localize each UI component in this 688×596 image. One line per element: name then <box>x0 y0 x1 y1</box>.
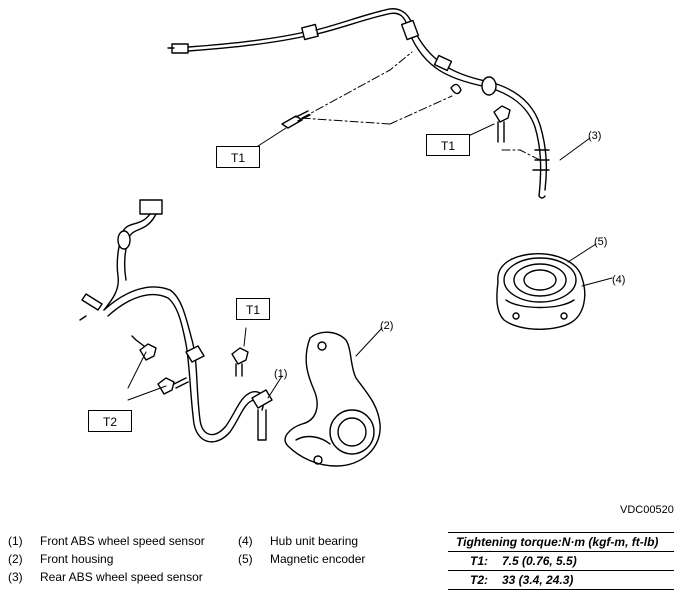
torque-row: T2: 33 (3.4, 24.3) <box>448 571 674 590</box>
callout-3: (3) <box>588 130 602 142</box>
legend-num: (4) <box>238 534 253 548</box>
legend-item: (3) Rear ABS wheel speed sensor <box>8 568 205 586</box>
callout-1: (1) <box>274 368 288 380</box>
bolt-t1-top-left <box>281 110 311 129</box>
legend-label: Front housing <box>40 552 114 566</box>
torque-label: T2: <box>470 573 488 587</box>
legend-label: Magnetic encoder <box>270 552 366 566</box>
legend-label: Front ABS wheel speed sensor <box>40 534 205 548</box>
callout-2: (2) <box>380 320 394 332</box>
torque-box-t1-top-right: T1 <box>426 134 470 156</box>
legend-label: Hub unit bearing <box>270 534 359 548</box>
torque-table-header: Tightening torque:N·m (kgf-m, ft-lb) <box>448 532 674 552</box>
legend-item: (4) Hub unit bearing <box>238 532 365 550</box>
bolt-t2-lower <box>157 377 189 395</box>
torque-value: 7.5 (0.76, 5.5) <box>502 554 577 568</box>
torque-box-t1-top-left: T1 <box>216 146 260 168</box>
legend-item: (2) Front housing <box>8 550 205 568</box>
legend-item: (1) Front ABS wheel speed sensor <box>8 532 205 550</box>
torque-table: Tightening torque:N·m (kgf-m, ft-lb) T1:… <box>448 532 674 590</box>
torque-box-t2: T2 <box>88 410 132 432</box>
legend-num: (3) <box>8 570 23 584</box>
parts-diagram <box>79 8 613 467</box>
front-abs-sensor <box>251 389 273 441</box>
legend-label: Rear ABS wheel speed sensor <box>40 570 203 584</box>
hub-unit-bearing <box>496 253 586 330</box>
legend-num: (2) <box>8 552 23 566</box>
bolt-t1-middle <box>231 347 249 377</box>
legend-num: (1) <box>8 534 23 548</box>
front-housing <box>284 331 381 467</box>
callout-4: (4) <box>612 274 626 286</box>
torque-box-t1-middle: T1 <box>236 298 270 320</box>
legend-num: (5) <box>238 552 253 566</box>
torque-label: T1: <box>470 554 488 568</box>
torque-row: T1: 7.5 (0.76, 5.5) <box>448 552 674 571</box>
diagram-code: VDC00520 <box>620 504 674 516</box>
torque-value: 33 (3.4, 24.3) <box>502 573 574 587</box>
front-abs-sensor-harness <box>79 199 265 443</box>
legend-right: (4) Hub unit bearing (5) Magnetic encoder <box>238 532 365 568</box>
legend-item: (5) Magnetic encoder <box>238 550 365 568</box>
rear-abs-sensor-harness <box>167 8 550 199</box>
callout-5: (5) <box>594 236 608 248</box>
bolt-t1-top-right <box>493 105 511 143</box>
legend-left: (1) Front ABS wheel speed sensor (2) Front… <box>8 532 205 586</box>
